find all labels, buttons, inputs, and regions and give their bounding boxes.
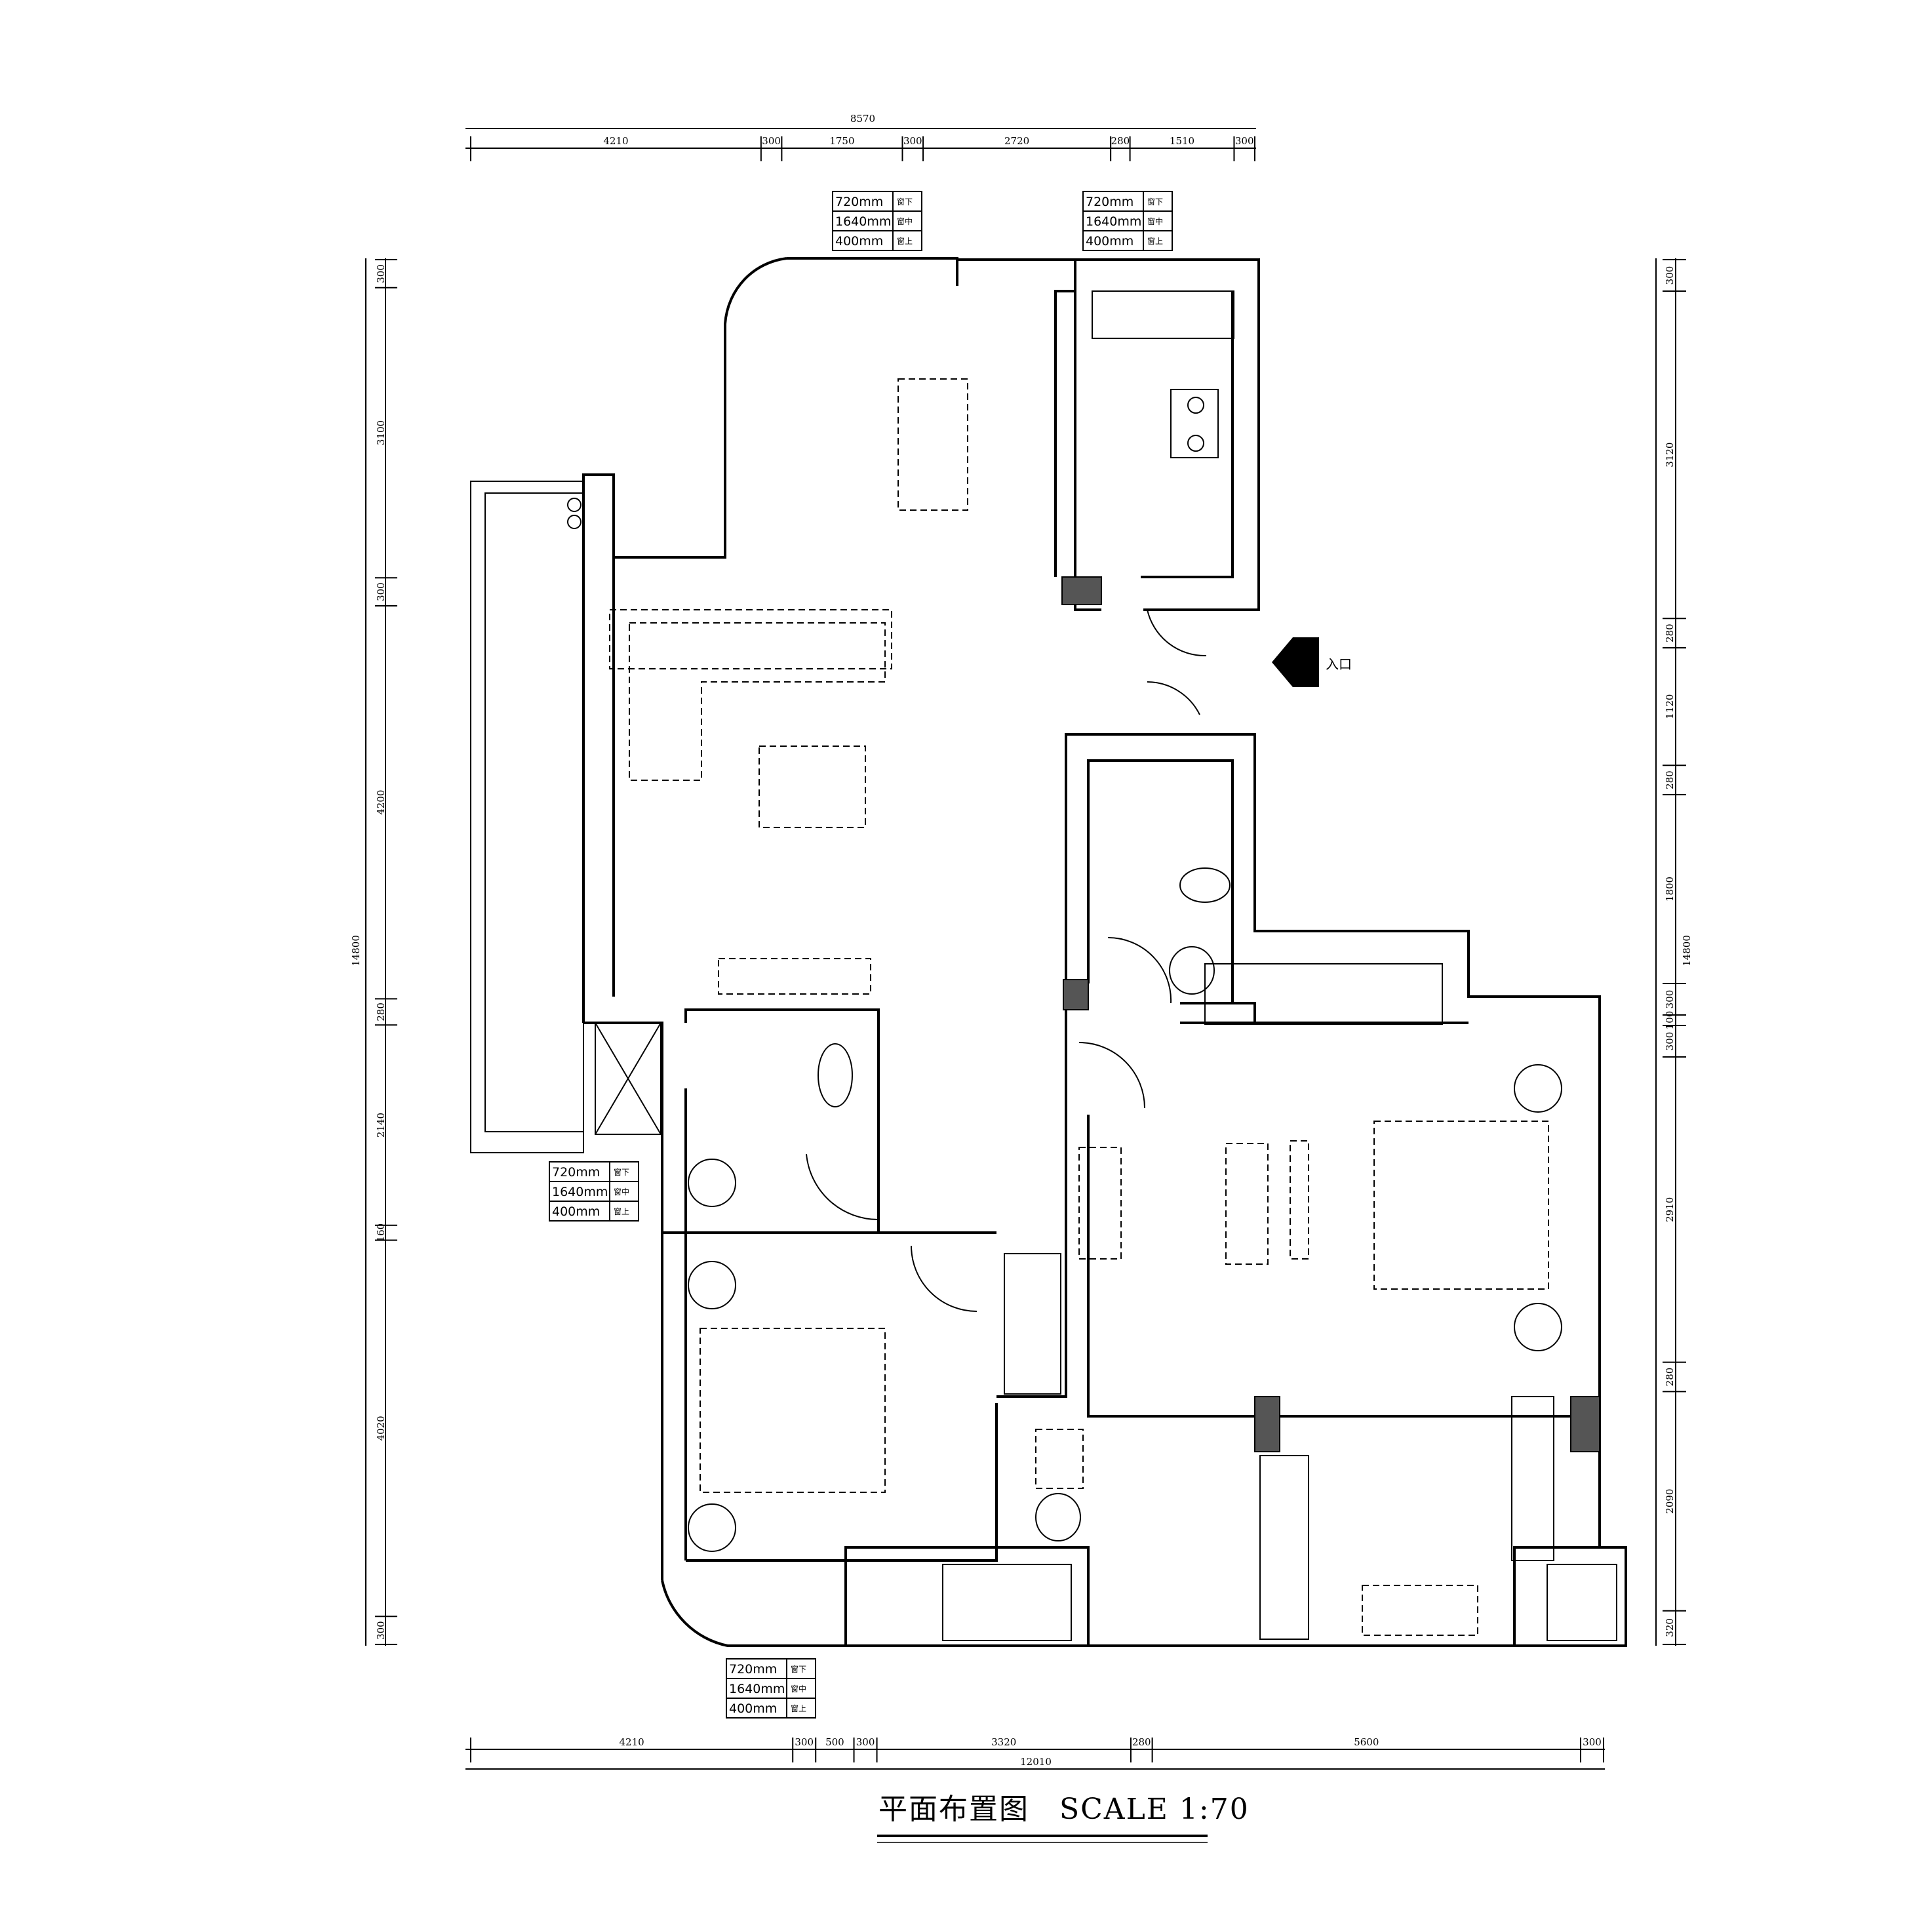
doors [806,609,1207,1312]
total-dim-label: 8570 [850,113,875,125]
balcony [470,481,661,1153]
title-underline [877,1835,1208,1843]
window-height-note: 窗下 [791,1665,806,1674]
window-table-frame [832,191,922,251]
window-height-note: 窗中 [614,1187,629,1197]
window-height-note: 窗上 [1147,237,1163,246]
bottom-dim-label: 300 [795,1736,814,1748]
total-dim-label: 14800 [1681,935,1693,966]
left-dim-label: 2140 [375,1113,387,1138]
bottom-dim-label: 300 [1583,1736,1602,1748]
window-height-size: 720mm [835,195,883,209]
left-dim-label: 300 [375,582,387,601]
window-height-note: 窗下 [614,1168,629,1177]
window-height-size: 720mm [552,1165,600,1180]
bottom-dim-label: 280 [1132,1736,1151,1748]
entrance-label: 入口 [1326,656,1352,672]
window-table: 720mm 窗下 1640mm 窗中 400mm 窗上 [549,1161,639,1222]
window-height-size: 720mm [729,1662,777,1677]
window-height-note: 窗下 [1147,197,1163,207]
window-height-note: 窗上 [614,1207,629,1216]
window-height-size: 1640mm [1086,214,1141,229]
right-dim-label: 2090 [1664,1489,1676,1514]
right-dim-label: 320 [1664,1618,1676,1637]
right-dim-label: 280 [1664,1368,1676,1387]
right-dim-label: 280 [1664,770,1676,789]
top-dim-label: 280 [1111,135,1130,147]
window-height-note: 窗中 [897,216,913,226]
window-height-size: 1640mm [835,214,891,229]
dimension-ticks [375,136,1686,1762]
right-dim-label: 300 [1664,990,1676,1009]
window-height-size: 1640mm [552,1185,608,1199]
window-table: 720mm 窗下 1640mm 窗中 400mm 窗上 [832,191,922,251]
top-dim-label: 300 [762,135,781,147]
entrance-arrow: 入口 [1272,637,1352,687]
window-height-size: 400mm [835,234,883,248]
total-dim-label: 12010 [1020,1756,1052,1768]
window-table: 720mm 窗下 1640mm 窗中 400mm 窗上 [1082,191,1173,251]
right-dim-label: 100 [1664,1011,1676,1030]
bottom-dim-label: 300 [856,1736,875,1748]
window-height-size: 400mm [552,1204,600,1219]
furniture-outlines [609,378,1549,1636]
top-dim-label: 4210 [603,135,628,147]
top-dim-label: 300 [903,135,922,147]
window-height-note: 窗上 [791,1704,806,1713]
window-height-size: 400mm [729,1701,777,1716]
drawing-title: 平面布置图 [878,1793,1029,1826]
right-dim-label: 2910 [1664,1197,1676,1222]
left-dim-label: 300 [375,1621,387,1640]
top-dim-label: 300 [1235,135,1254,147]
top-dim-label: 2720 [1004,135,1029,147]
bottom-dim-label: 4210 [620,1736,644,1748]
window-height-note: 窗下 [897,197,913,207]
drawing-scale: SCALE 1:70 [1059,1793,1250,1826]
right-dim-label: 280 [1664,624,1676,643]
window-height-size: 720mm [1086,195,1134,209]
top-dim-label: 1750 [829,135,854,147]
top-dim-label: 1510 [1170,135,1194,147]
column-blocks [1061,576,1600,1452]
right-dim-label: 1800 [1664,877,1676,902]
window-height-size: 1640mm [729,1682,785,1696]
bottom-dim-label: 3320 [991,1736,1016,1748]
fixtures [688,290,1617,1641]
right-dim-label: 3120 [1664,443,1676,467]
left-dim-label: 300 [375,264,387,283]
window-table-frame [549,1161,639,1222]
window-height-note: 窗上 [897,237,913,246]
left-dim-label: 4200 [375,790,387,815]
window-height-tables: 720mm 窗下 1640mm 窗中 400mm 窗上 720mm 窗下 1640mm 窗中 400… [549,191,1173,1719]
walls [582,257,1627,1647]
right-dim-label: 300 [1664,1032,1676,1051]
left-dim-label: 280 [375,1003,387,1022]
right-dim-label: 300 [1664,266,1676,285]
left-dim-label: 3100 [375,420,387,445]
window-height-note: 窗中 [791,1684,806,1694]
window-table: 720mm 窗下 1640mm 窗中 400mm 窗上 [726,1658,816,1719]
left-dim-label: 4020 [375,1416,387,1441]
window-height-note: 窗中 [1147,216,1163,226]
right-dim-label: 1120 [1664,694,1676,719]
window-table-frame [1082,191,1173,251]
plants [688,1064,1562,1552]
total-dim-label: 14800 [350,935,362,966]
bottom-dim-label: 5600 [1354,1736,1379,1748]
bottom-dim-label: 500 [825,1736,844,1748]
left-dim-label: 160 [375,1223,387,1242]
dimension-labels: 4210 300 1750 300 2720 280 1510 300 4210 300 500 30… [350,113,1693,1768]
window-height-size: 400mm [1086,234,1134,248]
window-table-frame [726,1658,816,1719]
dimension-lines [365,128,1676,1770]
